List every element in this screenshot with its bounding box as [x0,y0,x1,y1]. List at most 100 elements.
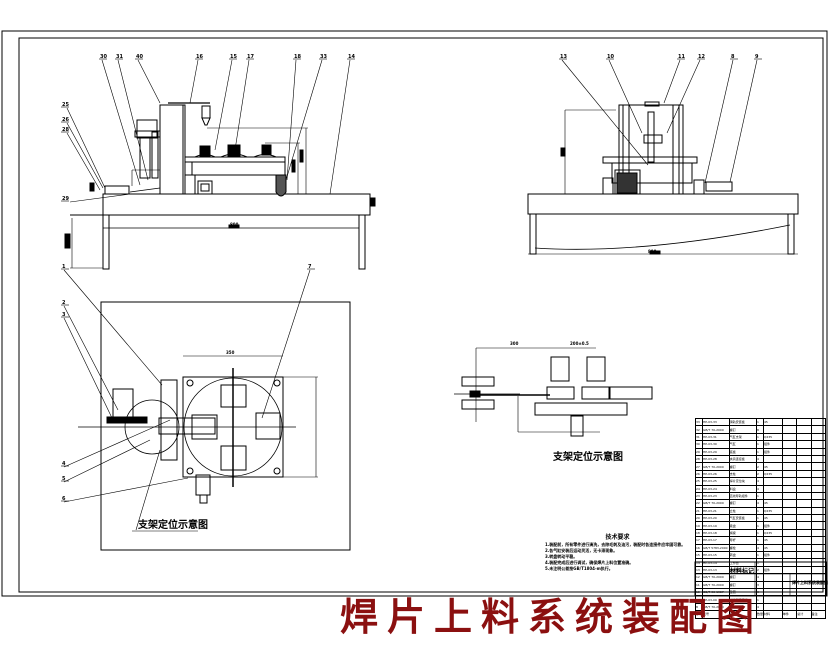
bom-cell-blank [810,595,827,604]
part-balloon: 33 [320,54,327,60]
bom-cell-name: 焊片定位块 [728,477,757,486]
bom-cell-no: 11 [694,580,704,590]
bom-cell-blank [781,499,798,508]
side-width-dim: 800 [648,249,657,254]
bom-cell-no: 14 [694,558,704,567]
part-balloon: 11 [678,54,685,60]
bom-cell-blank [796,536,812,545]
part-balloon: 3 [62,312,66,318]
bom-cell-mat [762,602,783,612]
bom-cell-name: 直线导轨组件 [728,491,757,501]
bom-cell-code: HP-03-23 [702,491,730,501]
bom-cell-qty: 1 [755,514,764,523]
bom-cell-code: HP-03-14 [702,558,730,567]
bom-cell-qty: 2 [755,565,764,575]
note-item: 1.装配前，所有零件进行清洗，去除毛刺及油污，装配时各连接件应牢固可靠。 [545,542,686,547]
bom-cell-blank [810,477,827,486]
bom-cell-blank [781,551,798,560]
bom-cell-qty: 4 [755,454,764,464]
bom-cell-qty: 8 [755,425,764,434]
bom-cell-blank [810,491,827,501]
part-balloon: 18 [294,54,301,60]
bom-cell-mat: 45 [762,499,783,508]
drawing-name-label: 焊片上料系统装配图 [792,580,828,585]
bom-cell-blank [796,587,812,597]
bom-cell-name: 气缸支架 [728,432,757,442]
bom-cell-no: 22 [694,499,704,508]
bom-cell-blank [810,565,827,575]
bom-cell-blank [810,499,827,508]
bom-cell-code: HP-03-13 [702,565,730,575]
bom-cell-mat [762,595,783,604]
bom-cell-name: 料盒 [728,484,757,493]
bom-cell-blank [781,469,798,479]
bom-cell-blank [781,543,798,553]
bom-cell-qty: 1 [755,491,764,501]
bom-cell-name: 导杆 [728,536,757,545]
bom-cell-code: GB/T 70-2000 [702,573,730,582]
bom-cell-no: 29 [694,447,704,456]
bom-cell-no: 27 [694,462,704,471]
bom-cell-blank [781,521,798,530]
bom-cell-qty: 4 [755,477,764,486]
side-view [527,59,799,255]
bom-cell-mat: 45 [762,536,783,545]
bom-cell-code: GB/T 70-2000 [702,425,730,434]
note-item: 2.各气缸安装后运动灵活，无卡滞现象。 [545,548,618,553]
bom-cell-no: 15 [694,551,704,560]
bom-cell-code: HP-03-24 [702,484,730,493]
bom-cell-mat: Q235 [762,528,783,538]
bom-header-cell: 材料 [762,610,783,619]
bom-cell-mat: 45 [762,514,783,523]
bom-cell-blank [810,602,827,612]
bom-cell-no: 13 [694,565,704,575]
top-view-caption: 支架定位示意图 [138,520,208,531]
bom-cell-name: 横梁 [728,528,757,538]
bom-cell-name: 螺栓 [728,543,757,553]
part-balloon: 25 [62,102,69,108]
bom-cell-code: HP-03-25 [702,477,730,486]
bom-cell-blank [796,417,812,427]
bom-header-cell: 备注 [810,610,827,619]
bom-cell-blank [781,536,798,545]
bom-cell-blank [796,491,812,501]
bom-cell-mat [762,580,783,590]
bom-cell-blank [810,506,827,516]
part-balloon: 1 [62,264,66,270]
outer-border [1,30,828,597]
bom-cell-mat: Q235 [762,506,783,516]
bom-cell-blank [810,587,827,597]
detail-dim-a: 300 [510,341,519,346]
bom-cell-qty: 3 [755,580,764,590]
bom-cell-blank [781,447,798,456]
bom-cell-mat: 组件 [762,565,783,575]
bom-cell-no: 17 [694,536,704,545]
part-balloon: 8 [731,54,735,60]
bom-cell-blank [796,440,812,449]
bom-cell-blank [781,454,798,464]
part-balloon: 12 [698,54,705,60]
bom-header-cell: 数量 [755,610,764,619]
bom-cell-mat: 45 [762,543,783,553]
bom-header-cell: 序号 [694,610,704,619]
bom-cell-blank [781,491,798,501]
part-balloon: 2 [62,300,66,306]
bom-cell-code: HP-03-29 [702,447,730,456]
bom-cell-blank [796,447,812,456]
bom-cell-blank [781,477,798,486]
bom-cell-no: 21 [694,506,704,516]
bom-cell-blank [781,506,798,516]
part-balloon: 5 [62,476,66,482]
technical-notes: 技术要求 1.装配前，所有零件进行清洗，去除毛刺及油污，装配时各连接件应牢固可靠… [545,533,690,572]
bom-cell-name: 气缸 [728,440,757,449]
part-balloon: 7 [308,264,312,270]
bom-cell-name: 滑轨安装板 [728,417,757,427]
